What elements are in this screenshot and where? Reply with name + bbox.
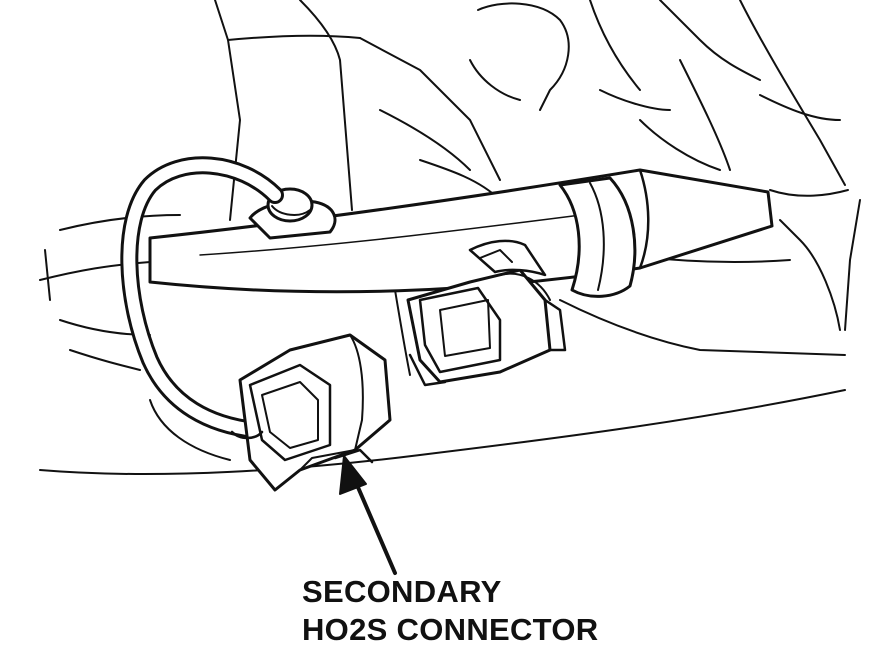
harness-side-connector (406, 239, 567, 387)
connector-callout-label: SECONDARY HO2S CONNECTOR (302, 573, 598, 649)
sensor-lead-wire (120, 156, 284, 439)
main-harness (148, 168, 774, 298)
mounting-bracket (248, 187, 337, 240)
secondary-ho2s-connector (230, 333, 392, 492)
callout-line-1: SECONDARY (302, 574, 502, 609)
callout-line-2: HO2S CONNECTOR (302, 612, 599, 647)
background-engine-parts (39, 0, 861, 476)
callout-arrow (339, 455, 397, 575)
